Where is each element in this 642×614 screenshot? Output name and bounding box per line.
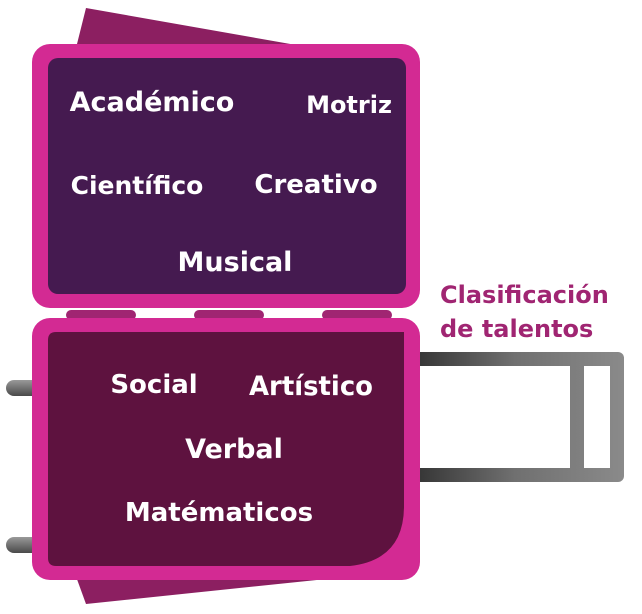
label-cientifico: Científico [71,171,204,200]
connector-right [322,310,392,320]
label-matematicos: Matématicos [125,498,313,528]
label-academico: Académico [70,87,235,118]
connector-left [66,310,136,320]
label-musical: Musical [178,247,293,278]
caption-line-2: de talentos [440,315,593,343]
side-rail [406,352,624,482]
top-panel [32,44,420,308]
label-creativo: Creativo [254,170,377,200]
bottom-panel [32,318,420,580]
label-verbal: Verbal [185,434,283,465]
connector-mid [194,310,264,320]
label-social: Social [110,370,197,400]
label-artistico: Artístico [249,371,373,402]
label-motriz: Motriz [306,91,392,119]
caption-line-1: Clasificación [440,281,609,309]
